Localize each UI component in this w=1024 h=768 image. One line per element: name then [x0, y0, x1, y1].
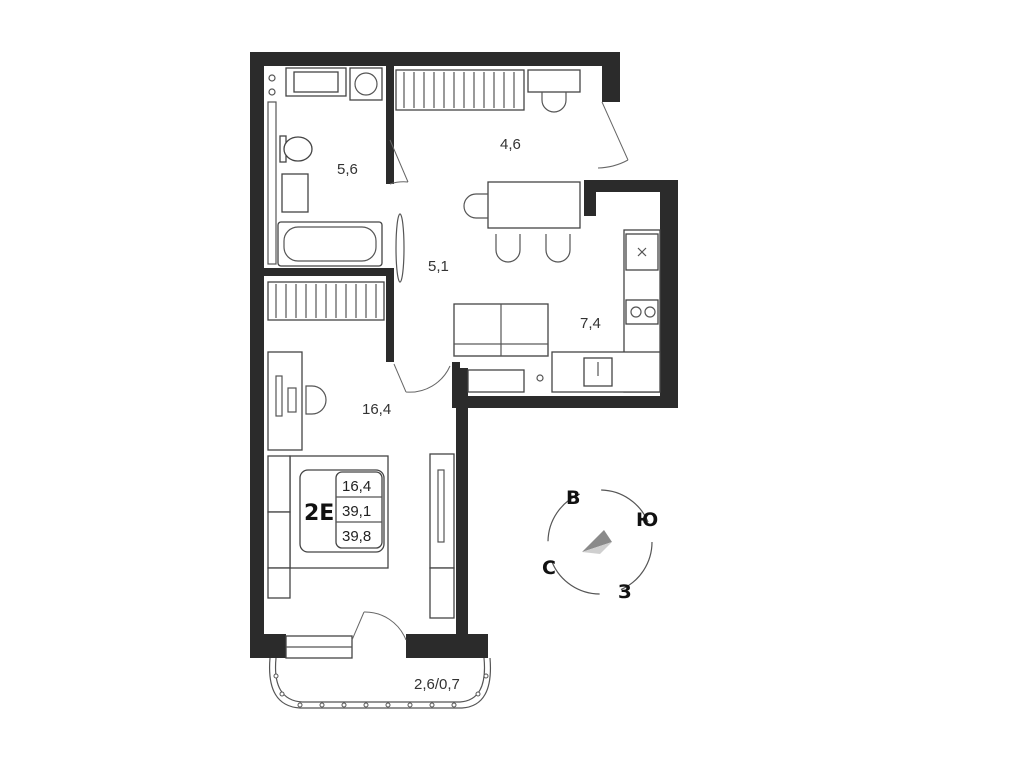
- fridge-x-2: [637, 247, 647, 257]
- living-fixtures: [267, 281, 455, 659]
- badge-living: 16,4: [342, 478, 371, 495]
- vanity-sink: [293, 71, 339, 93]
- hall-area-label: 5,1: [428, 258, 449, 275]
- bath-drain: [268, 74, 276, 82]
- storage-box: [467, 369, 525, 393]
- tv: [437, 469, 445, 543]
- wardrobe-hatch: [403, 72, 515, 108]
- compass-north: С: [542, 557, 556, 579]
- wall-bottom-right: [406, 634, 488, 658]
- tv-stand: [429, 453, 455, 569]
- keyboard: [287, 387, 297, 413]
- walls: [250, 52, 678, 658]
- wall-bottom-left: [250, 634, 286, 658]
- bathtub-inner: [283, 226, 377, 262]
- wall-kitchen-top: [584, 180, 678, 192]
- balcony: [268, 657, 492, 709]
- compass-arrow-light: [582, 542, 612, 554]
- balcony-area-label: 2,6/0,7: [414, 676, 460, 693]
- apartment-badge: 2E 16,4 39,1 39,8: [304, 471, 383, 549]
- compass-arrow-dark: [582, 530, 612, 552]
- monitor: [275, 375, 283, 417]
- shaft: [584, 180, 596, 216]
- area-labels: 5,6 4,6 5,1 7,4 16,4 2,6/0,7: [337, 136, 601, 693]
- desk: [267, 351, 303, 451]
- entry-area-label: 4,6: [500, 136, 521, 153]
- entry-bench: [527, 69, 581, 93]
- kitchen-fixtures: [453, 181, 661, 393]
- compass-east: В: [566, 487, 580, 509]
- balcony-rail-inner: [274, 657, 486, 703]
- burner-2: [644, 306, 656, 318]
- hall-mirror: [395, 213, 405, 283]
- wall-left: [250, 52, 264, 658]
- wall-bath-hall: [386, 66, 394, 184]
- nightstand-bottom: [267, 511, 291, 569]
- balcony-door: [351, 611, 407, 641]
- washing-machine-drum: [354, 72, 378, 96]
- bathroom-fixtures: [267, 67, 409, 267]
- balcony-rail-dots: [273, 673, 489, 708]
- bathroom-area-label: 5,6: [337, 161, 358, 178]
- compass-ring: [547, 489, 653, 595]
- balcony-rail: [268, 657, 492, 709]
- toilet-bowl: [283, 136, 313, 162]
- kitchen-area-label: 7,4: [580, 315, 601, 332]
- living-area-label: 16,4: [362, 401, 391, 418]
- desk-chair: [305, 385, 327, 415]
- entry-door: [597, 101, 629, 169]
- dining-chair-2: [545, 234, 571, 263]
- living-door: [393, 363, 451, 393]
- nightstand-low: [267, 567, 291, 599]
- sofa-back: [453, 343, 549, 357]
- shelf: [267, 101, 277, 265]
- burner-1: [630, 306, 642, 318]
- badge-total: 39,1: [342, 503, 371, 520]
- compass: В Ю С З: [542, 487, 658, 603]
- bathtub: [277, 221, 383, 267]
- badge-frame: [335, 471, 383, 549]
- bath-sink: [281, 173, 309, 213]
- bath-drain-2: [268, 88, 276, 96]
- wall-kitchen-bottom: [456, 396, 678, 408]
- dining-chair-left: [463, 193, 488, 219]
- bath-door: [389, 139, 409, 185]
- wall-kitchen-right: [660, 180, 678, 408]
- wardrobe-entry: [395, 69, 525, 111]
- dining-chair-1: [495, 234, 521, 263]
- compass-south: Ю: [636, 509, 658, 531]
- wardrobe-living-hatch: [275, 284, 377, 318]
- wall-bath-living: [264, 268, 394, 276]
- wall-top: [250, 52, 620, 66]
- badge-total-with-balcony: 39,8: [342, 528, 371, 545]
- compass-west: З: [618, 581, 632, 603]
- wall-living-right: [456, 368, 468, 638]
- dining-table: [487, 181, 581, 229]
- entry-fixtures: [395, 69, 629, 283]
- riser: [536, 374, 544, 382]
- wall-hall-kitchen: [452, 362, 460, 408]
- entry-stool: [541, 92, 567, 113]
- badge-code: 2E: [304, 501, 334, 526]
- cabinet-lower: [429, 567, 455, 619]
- nightstand-top: [267, 455, 291, 513]
- wall-top-right: [602, 52, 620, 102]
- wall-hall-lower: [386, 272, 394, 362]
